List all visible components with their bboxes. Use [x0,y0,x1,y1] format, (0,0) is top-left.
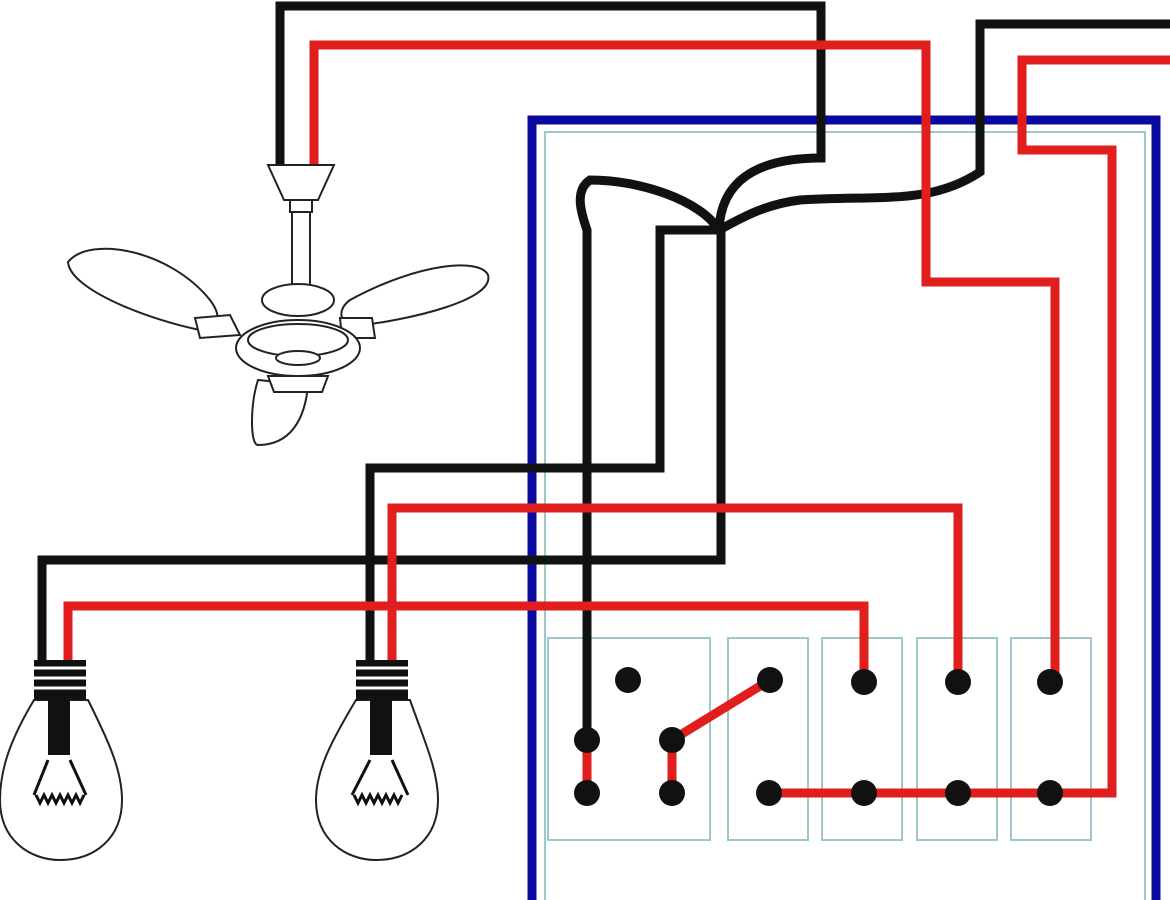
terminal [659,727,685,753]
terminal [659,780,685,806]
terminal [1037,780,1063,806]
bulb-icon [314,660,440,862]
switch-board [527,115,1161,900]
neutral-wire-switch-1 [575,175,723,740]
terminal [945,669,971,695]
phase-wire-bulb-right [387,503,963,682]
terminal [615,667,641,693]
neutral-wire-fan [275,1,826,231]
terminals [574,667,1063,806]
terminal [1037,669,1063,695]
board-inner-outline [544,131,1146,900]
phase-wire-bulb-left [63,601,869,682]
bulb-icon [0,660,124,862]
board-outer-outline [527,115,1161,900]
phase-wire-switch-2 [667,676,773,793]
neutral-wires [37,1,1170,740]
terminal [574,780,600,806]
switch-panel-2 [727,637,809,841]
ceiling-fan-icon [66,164,490,447]
phase-wire-fan [309,40,1060,682]
terminal [756,780,782,806]
terminal [574,727,600,753]
terminal [757,667,783,693]
neutral-wire-bulb-left [37,230,726,660]
neutral-wire-bulb-right [365,225,719,660]
terminal [851,669,877,695]
terminal [851,780,877,806]
switch-panel-1 [547,637,711,841]
neutral-wire-supply [716,19,1170,235]
terminal [945,780,971,806]
